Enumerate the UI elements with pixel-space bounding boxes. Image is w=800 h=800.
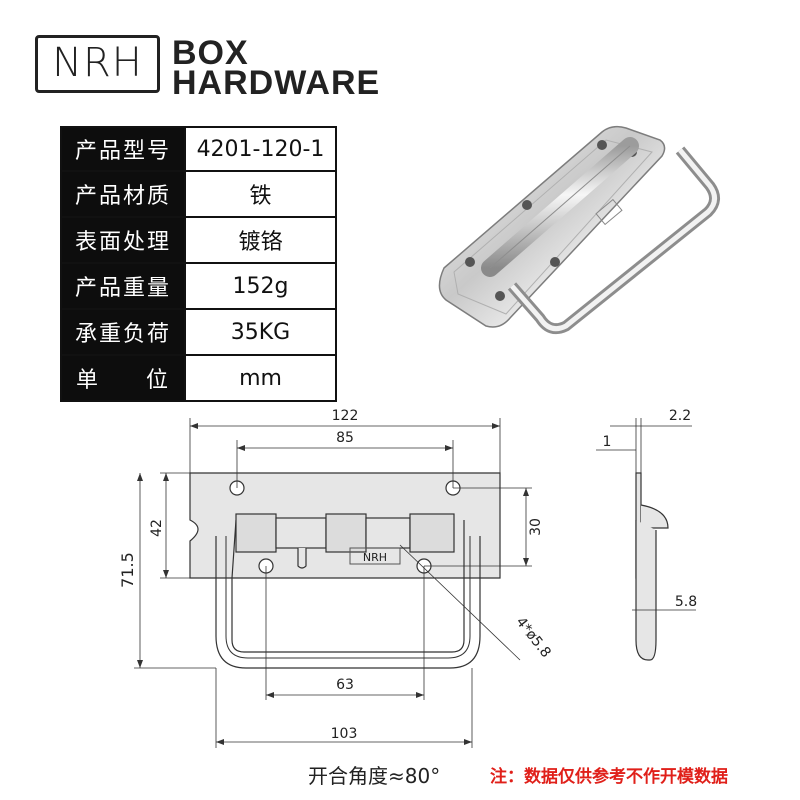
spec-table: 产品型号 4201-120-1 产品材质 铁 表面处理 镀铬 产品重量 152g… [60, 126, 337, 402]
dim-plate-height: 42 [149, 519, 165, 537]
spec-label-right: 位 [145, 368, 170, 393]
part-marking: NRH [363, 551, 387, 564]
product-render [438, 125, 720, 335]
spec-value: mm [184, 356, 335, 400]
dim-side-thickness: 2.2 [669, 408, 691, 424]
brand-logo: NRH [35, 35, 160, 93]
front-view [189, 472, 501, 669]
spec-row-material: 产品材质 铁 [60, 172, 337, 218]
spec-value: 35KG [184, 310, 335, 354]
spec-row-model: 产品型号 4201-120-1 [60, 126, 337, 172]
dimension-lines [134, 418, 532, 748]
spec-row-finish: 表面处理 镀铬 [60, 218, 337, 264]
dim-handle-inner: 63 [336, 677, 354, 693]
dim-total-height: 71.5 [118, 552, 137, 588]
disclaimer-note: 注：数据仅供参考不作开模数据 [490, 767, 728, 787]
brand-name-line1: BOX [172, 34, 249, 72]
dim-hole-callout: 4*ø5.8 [512, 614, 553, 661]
spec-label: 表面处理 [62, 218, 184, 262]
brand-name-line2: HARDWARE [172, 64, 381, 102]
spec-row-load: 承重负荷 35KG [60, 310, 337, 356]
spec-value: 铁 [184, 172, 335, 216]
dim-hole-spacing: 85 [336, 430, 354, 446]
dim-side-rod: 5.8 [675, 594, 697, 610]
spec-label-left: 单 [76, 368, 101, 393]
spec-label: 产品重量 [62, 264, 184, 308]
spec-value: 4201-120-1 [184, 128, 335, 170]
spec-value: 152g [184, 264, 335, 308]
dimension-arrows [137, 423, 529, 745]
logo-text: NRH [52, 40, 143, 86]
dim-hole-vertical: 30 [528, 518, 544, 536]
spec-label: 单 位 [62, 356, 184, 400]
spec-label: 产品型号 [62, 128, 184, 170]
spec-row-unit: 单 位 mm [60, 356, 337, 402]
side-view [635, 472, 669, 661]
spec-label: 承重负荷 [62, 310, 184, 354]
dim-handle-outer: 103 [331, 726, 358, 742]
spec-row-weight: 产品重量 152g [60, 264, 337, 310]
opening-angle-note: 开合角度≈80° [308, 764, 441, 788]
dim-side-plate: 1 [603, 434, 612, 450]
spec-label: 产品材质 [62, 172, 184, 216]
side-dimension-lines [596, 418, 696, 611]
dim-overall-width: 122 [332, 408, 359, 424]
spec-value: 镀铬 [184, 218, 335, 262]
